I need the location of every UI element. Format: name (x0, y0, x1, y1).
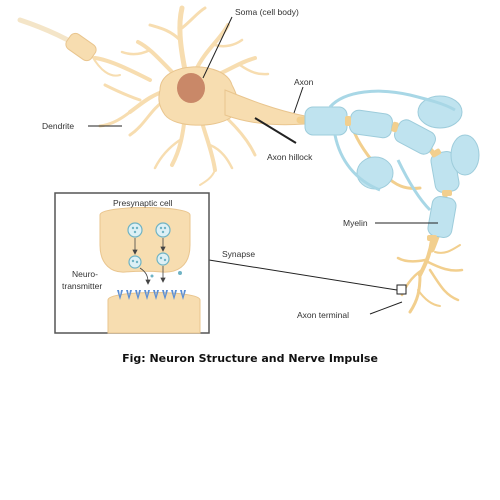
nodes-of-ranvier (345, 116, 452, 241)
axon-terminal-branches (396, 238, 464, 314)
figure-caption: Fig: Neuron Structure and Nerve Impulse (122, 352, 378, 365)
synapse-inset (54, 192, 210, 334)
myelin-sheath (304, 89, 480, 239)
synapse-marker (396, 284, 407, 295)
dendrite-capsule (65, 32, 97, 62)
label-soma: Soma (cell body) (235, 7, 299, 17)
label-myelin: Myelin (343, 218, 368, 228)
label-dendrite: Dendrite (42, 121, 74, 131)
nucleus (177, 73, 205, 103)
label-axon: Axon (294, 77, 314, 87)
label-neurotransmitter-line1: Neuro- (72, 269, 98, 279)
label-presynaptic-cell: Presynaptic cell (113, 198, 173, 208)
label-axon-terminal: Axon terminal (297, 310, 349, 320)
label-synapse: Synapse (222, 249, 255, 259)
label-axon-hillock: Axon hillock (267, 152, 313, 162)
label-neurotransmitter-line2: transmitter (62, 281, 102, 291)
leader-lines (88, 16, 438, 315)
